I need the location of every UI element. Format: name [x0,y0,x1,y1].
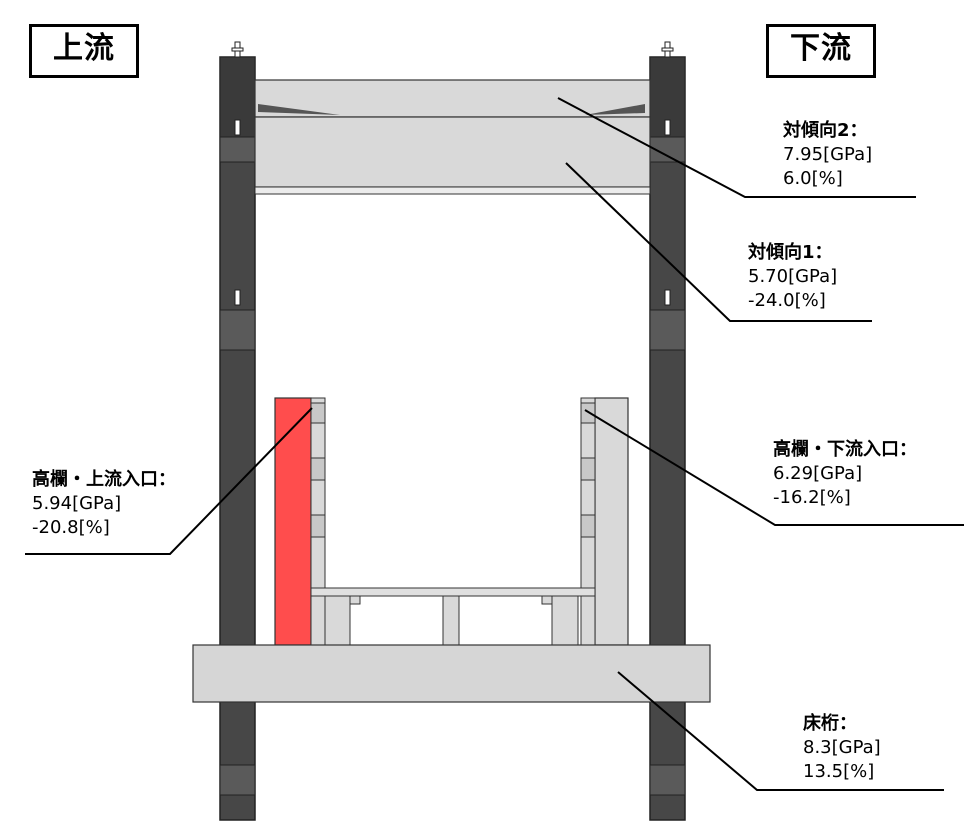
annotation-diag1-name: 対傾向1： [748,242,833,263]
annotation-rail-upstream-modulus: 5.94[GPa] [32,493,122,514]
annotation-floor-beam-name: 床桁： [803,713,857,734]
leader-floor-beam [617,671,944,791]
downstream-label: 下流 [766,24,876,78]
leader-lines [25,97,964,791]
leader-diag2 [557,97,916,198]
floor-beam [192,644,711,703]
annotation-diag1: 対傾向1： 5.70[GPa] -24.0[%] [748,241,837,313]
annotation-diag2-change: 6.0[%] [783,168,843,189]
annotation-diag2-name: 対傾向2： [783,120,868,141]
annotation-rail-downstream-modulus: 6.29[GPa] [773,463,863,484]
cross-brace-lower [254,116,651,195]
annotation-diag2-modulus: 7.95[GPa] [783,144,873,165]
leader-rail-up [25,407,313,555]
annotation-diag1-change: -24.0[%] [748,290,826,311]
leader-diag1 [565,162,872,322]
annotation-floor-beam: 床桁： 8.3[GPa] 13.5[%] [803,712,881,784]
annotation-rail-upstream-name: 高欄・上流入口： [32,469,176,490]
annotation-rail-downstream-name: 高欄・下流入口： [773,439,917,460]
annotation-diag1-modulus: 5.70[GPa] [748,266,838,287]
leader-rail-down [584,409,964,526]
left-post [219,56,256,821]
upstream-label: 上流 [29,24,139,78]
annotation-rail-upstream: 高欄・上流入口： 5.94[GPa] -20.8[%] [32,468,176,540]
annotation-rail-downstream: 高欄・下流入口： 6.29[GPa] -16.2[%] [773,438,917,510]
railing-upstream [274,397,326,646]
left-post-bolts [231,41,244,306]
right-post [649,56,686,821]
annotation-rail-downstream-change: -16.2[%] [773,487,851,508]
deck-stringers [310,587,596,647]
annotation-rail-upstream-change: -20.8[%] [32,517,110,538]
annotation-floor-beam-modulus: 8.3[GPa] [803,737,881,758]
right-post-bolts [661,41,674,306]
annotation-diag2: 対傾向2： 7.95[GPa] 6.0[%] [783,119,872,191]
railing-downstream [580,397,629,646]
annotation-floor-beam-change: 13.5[%] [803,761,875,782]
cross-brace-upper [254,79,651,118]
